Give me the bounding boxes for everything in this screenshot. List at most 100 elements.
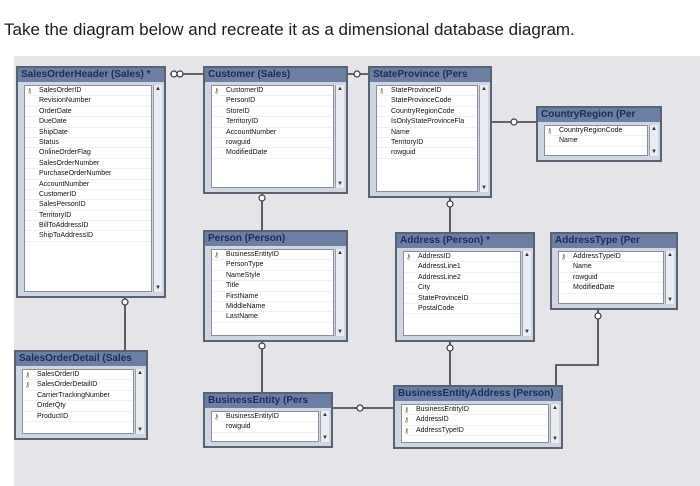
scroll-down-arrow-icon[interactable]: ▼	[667, 297, 673, 303]
scroll-up-arrow-icon[interactable]: ▲	[337, 250, 343, 256]
field-row[interactable]: CustomerID	[25, 190, 151, 201]
field-row[interactable]: rowguid	[212, 138, 333, 149]
scroll-up-arrow-icon[interactable]: ▲	[481, 86, 487, 92]
table-title[interactable]: CountryRegion (Per	[538, 108, 660, 122]
field-row[interactable]: Name	[559, 262, 663, 273]
field-row[interactable]: ⚷AddressID	[404, 252, 520, 263]
field-row[interactable]: SalesPersonID	[25, 200, 151, 211]
field-row[interactable]: CountryRegionCode	[377, 107, 477, 118]
scroll-up-arrow-icon[interactable]: ▲	[651, 126, 657, 132]
field-row[interactable]: StoreID	[212, 107, 333, 118]
field-row[interactable]: MiddleName	[212, 302, 333, 313]
field-row[interactable]: ⚷SalesOrderDetailID	[23, 380, 133, 391]
scrollbar[interactable]: ▲▼	[522, 251, 531, 336]
field-row[interactable]: NameStyle	[212, 271, 333, 282]
field-row[interactable]: rowguid	[377, 148, 477, 159]
table-title[interactable]: Customer (Sales)	[205, 68, 346, 82]
field-row[interactable]: PostalCode	[404, 304, 520, 315]
table-title[interactable]: Address (Person) *	[397, 234, 533, 248]
field-row[interactable]: ⚷SalesOrderID	[25, 86, 151, 97]
field-row[interactable]: LastName	[212, 312, 333, 323]
field-row[interactable]: OrderQty	[23, 401, 133, 412]
field-row[interactable]: AccountNumber	[212, 128, 333, 138]
table-title[interactable]: SalesOrderHeader (Sales) *	[18, 68, 164, 82]
table-title[interactable]: Person (Person)	[205, 232, 346, 246]
field-row[interactable]: rowguid	[212, 422, 318, 433]
scrollbar[interactable]: ▲▼	[153, 85, 162, 292]
field-row[interactable]: DueDate	[25, 117, 151, 128]
scroll-down-arrow-icon[interactable]: ▼	[481, 185, 487, 191]
scrollbar[interactable]: ▲▼	[550, 404, 559, 443]
field-row[interactable]: ModifiedDate	[559, 283, 663, 294]
field-row[interactable]: TerritoryID	[25, 211, 151, 222]
field-row[interactable]: ⚷AddressTypeID	[559, 252, 663, 263]
table-title[interactable]: SalesOrderDetail (Sales	[16, 352, 146, 366]
scrollbar[interactable]: ▲▼	[649, 125, 658, 156]
field-row[interactable]: Status	[25, 138, 151, 149]
scroll-down-arrow-icon[interactable]: ▼	[137, 427, 143, 433]
scroll-down-arrow-icon[interactable]: ▼	[337, 329, 343, 335]
field-row[interactable]: AddressLine1	[404, 262, 520, 273]
field-row[interactable]: AccountNumber	[25, 180, 151, 190]
scroll-down-arrow-icon[interactable]: ▼	[155, 285, 161, 291]
scrollbar[interactable]: ▲▼	[335, 249, 344, 336]
scroll-up-arrow-icon[interactable]: ▲	[155, 86, 161, 92]
field-row[interactable]: RevisionNumber	[25, 96, 151, 107]
field-row[interactable]: SalesOrderNumber	[25, 159, 151, 170]
field-row[interactable]: Name	[545, 136, 647, 147]
field-row[interactable]: ⚷BusinessEntityID	[402, 405, 548, 416]
scroll-down-arrow-icon[interactable]: ▼	[552, 436, 558, 442]
field-row[interactable]: PersonID	[212, 96, 333, 107]
field-row[interactable]: TerritoryID	[377, 138, 477, 149]
scroll-down-arrow-icon[interactable]: ▼	[337, 181, 343, 187]
field-row[interactable]: ProductID	[23, 412, 133, 422]
field-row[interactable]: ⚷BusinessEntityID	[212, 412, 318, 423]
table-title[interactable]: AddressType (Per	[552, 234, 676, 248]
scrollbar[interactable]: ▲▼	[335, 85, 344, 188]
table-title[interactable]: BusinessEntity (Pers	[205, 394, 331, 408]
scroll-up-arrow-icon[interactable]: ▲	[337, 86, 343, 92]
scroll-up-arrow-icon[interactable]: ▲	[137, 370, 143, 376]
field-row[interactable]: ⚷StateProvinceID	[377, 86, 477, 97]
field-row[interactable]: ⚷CustomerID	[212, 86, 333, 97]
scrollbar[interactable]: ▲▼	[135, 369, 144, 434]
field-row[interactable]: ⚷AddressID	[402, 415, 548, 426]
scroll-down-arrow-icon[interactable]: ▼	[322, 435, 328, 441]
field-row[interactable]: City	[404, 283, 520, 294]
field-row[interactable]: FirstName	[212, 292, 333, 302]
field-row[interactable]: ⚷SalesOrderID	[23, 370, 133, 381]
field-row[interactable]: ShipToAddressID	[25, 231, 151, 242]
scroll-up-arrow-icon[interactable]: ▲	[552, 405, 558, 411]
field-row[interactable]: BillToAddressID	[25, 221, 151, 232]
scrollbar[interactable]: ▲▼	[665, 251, 674, 304]
scroll-up-arrow-icon[interactable]: ▲	[524, 252, 530, 258]
field-row[interactable]: ShipDate	[25, 128, 151, 138]
table-title[interactable]: StateProvince (Pers	[370, 68, 490, 82]
table-businessentityaddress[interactable]: BusinessEntityAddress (Person)⚷BusinessE…	[393, 385, 563, 449]
field-row[interactable]: ⚷BusinessEntityID	[212, 250, 333, 261]
scroll-up-arrow-icon[interactable]: ▲	[322, 412, 328, 418]
field-row[interactable]: Title	[212, 281, 333, 292]
field-row[interactable]: rowguid	[559, 273, 663, 284]
field-row[interactable]: AddressLine2	[404, 273, 520, 284]
field-row[interactable]: TerritoryID	[212, 117, 333, 128]
scroll-down-arrow-icon[interactable]: ▼	[651, 149, 657, 155]
scroll-down-arrow-icon[interactable]: ▼	[524, 329, 530, 335]
scrollbar[interactable]: ▲▼	[479, 85, 488, 192]
field-row[interactable]: PersonType	[212, 260, 333, 271]
field-row[interactable]: ⚷CountryRegionCode	[545, 126, 647, 137]
scrollbar[interactable]: ▲▼	[320, 411, 329, 442]
field-row[interactable]: ⚷AddressTypeID	[402, 426, 548, 437]
field-row[interactable]: StateProvinceCode	[377, 96, 477, 107]
field-row[interactable]: IsOnlyStateProvinceFla	[377, 117, 477, 128]
field-row[interactable]: CarrierTrackingNumber	[23, 391, 133, 402]
field-row[interactable]: StateProvinceID	[404, 294, 520, 304]
field-row[interactable]: OrderDate	[25, 107, 151, 118]
